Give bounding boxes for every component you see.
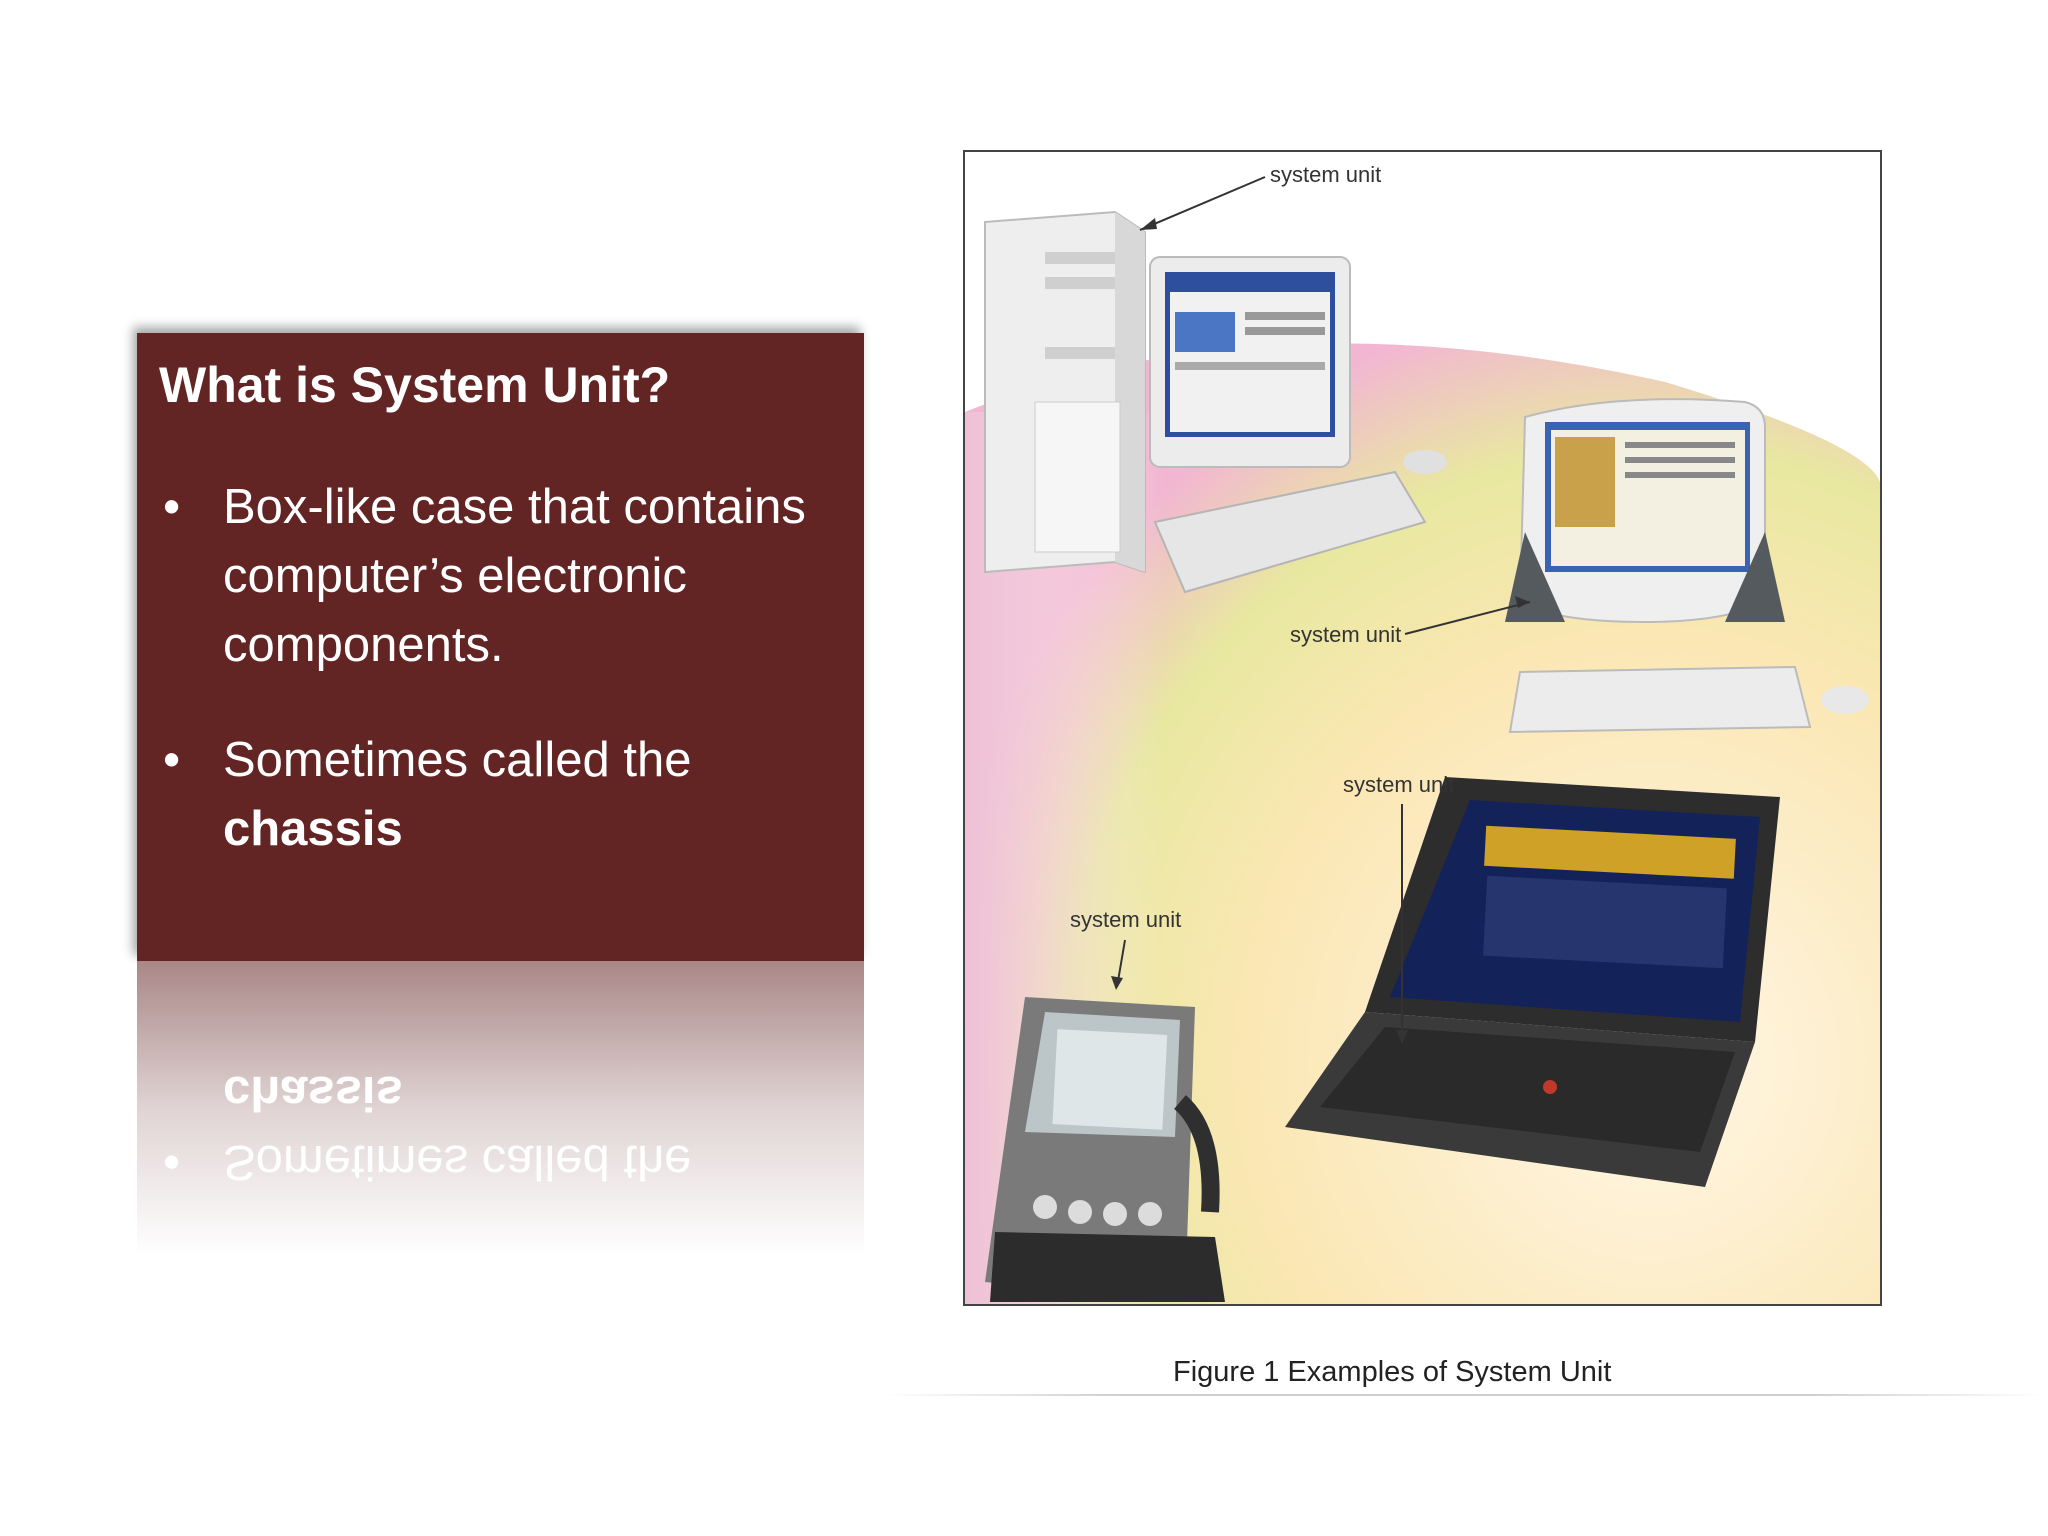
figure-illustration: system unit system unit system unit syst… [965, 162, 1880, 1304]
mouse-icon [1403, 450, 1447, 474]
content-box: What is System Unit? • Box-like case tha… [137, 333, 864, 961]
bullet-text-1: Box-like case that contains computer’s e… [223, 480, 806, 672]
bullet-dot: • [163, 733, 181, 787]
svg-text:system unit: system unit [1343, 772, 1454, 797]
label-system-unit-tower: system unit [1139, 162, 1381, 231]
caption-divider [884, 1394, 2044, 1396]
bullet-dot: • [163, 480, 181, 534]
bullet-bold-term: chassis [223, 802, 403, 856]
keyboard-icon [1153, 470, 1427, 594]
bullet-text-2: Sometimes called the [223, 733, 692, 787]
svg-text:system unit: system unit [1070, 907, 1181, 932]
bullet-list: • Box-like case that contains computer’s… [159, 473, 842, 864]
desktop-tower-icon [984, 210, 1146, 574]
label-system-unit-laptop: system unit [1343, 772, 1454, 1044]
system-unit-figure: system unit system unit system unit syst… [963, 150, 1882, 1306]
label-system-unit-pda: system unit [1070, 907, 1181, 990]
crt-monitor-icon [1149, 256, 1351, 468]
bullet-item-2: • Sometimes called the chassis [159, 726, 842, 864]
label-system-unit-all-in-one: system unit [1290, 596, 1531, 647]
bullet-item-1: • Box-like case that contains computer’s… [159, 473, 842, 680]
svg-text:system unit: system unit [1290, 622, 1401, 647]
box-reflection: What is System Unit? • Box-like case tha… [137, 961, 864, 1381]
pda-icon [985, 997, 1225, 1302]
laptop-icon [1285, 777, 1780, 1187]
figure-caption: Figure 1 Examples of System Unit [1173, 1356, 1612, 1388]
slide-title: What is System Unit? [159, 357, 671, 413]
svg-text:system unit: system unit [1270, 162, 1381, 187]
all-in-one-computer-icon [1505, 398, 1869, 734]
reflection-fade [137, 961, 864, 1381]
